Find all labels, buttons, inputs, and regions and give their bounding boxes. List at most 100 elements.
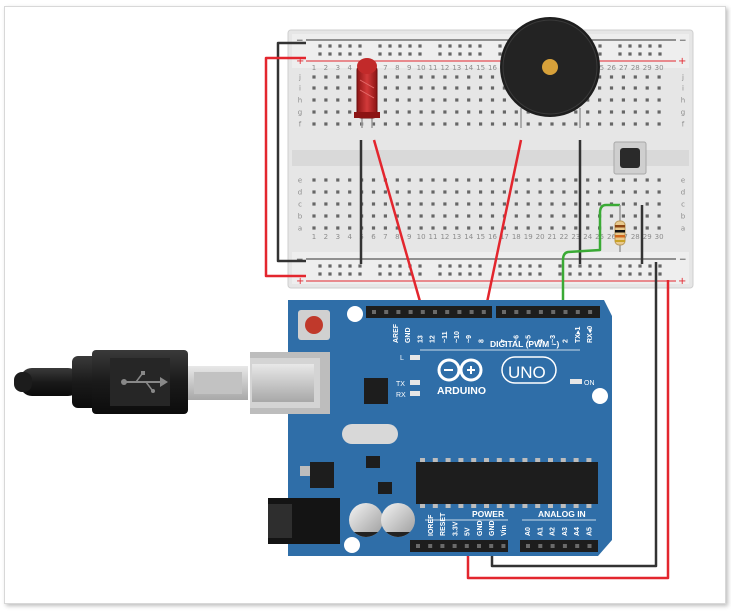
breadboard-hole[interactable] xyxy=(419,98,423,102)
breadboard-hole[interactable] xyxy=(467,75,471,79)
breadboard-hole[interactable] xyxy=(312,226,316,230)
breadboard-hole[interactable] xyxy=(395,98,399,102)
breadboard-hole[interactable] xyxy=(348,122,352,126)
breadboard-hole[interactable] xyxy=(419,190,423,194)
breadboard-hole[interactable] xyxy=(538,190,542,194)
header-pin[interactable] xyxy=(481,310,486,314)
header-pin[interactable] xyxy=(428,544,433,548)
breadboard-hole[interactable] xyxy=(657,98,661,102)
breadboard-hole[interactable] xyxy=(383,202,387,206)
breadboard-hole[interactable] xyxy=(574,202,578,206)
breadboard-hole[interactable] xyxy=(419,110,423,114)
rail-hole[interactable] xyxy=(648,52,652,56)
breadboard-hole[interactable] xyxy=(324,75,328,79)
rail-hole[interactable] xyxy=(378,272,382,276)
breadboard-hole[interactable] xyxy=(348,190,352,194)
breadboard-hole[interactable] xyxy=(633,75,637,79)
breadboard-hole[interactable] xyxy=(407,75,411,79)
breadboard-hole[interactable] xyxy=(336,190,340,194)
breadboard-hole[interactable] xyxy=(657,226,661,230)
rail-hole[interactable] xyxy=(408,272,412,276)
rail-hole[interactable] xyxy=(658,272,662,276)
breadboard-hole[interactable] xyxy=(395,178,399,182)
breadboard-hole[interactable] xyxy=(609,214,614,218)
breadboard-hole[interactable] xyxy=(586,178,590,182)
breadboard-hole[interactable] xyxy=(633,110,637,114)
breadboard-hole[interactable] xyxy=(407,110,411,114)
breadboard-hole[interactable] xyxy=(502,98,506,102)
breadboard-hole[interactable] xyxy=(598,98,602,102)
breadboard-hole[interactable] xyxy=(645,214,649,218)
breadboard-hole[interactable] xyxy=(348,214,352,218)
rail-hole[interactable] xyxy=(528,272,532,276)
breadboard-hole[interactable] xyxy=(514,214,518,218)
breadboard-hole[interactable] xyxy=(312,98,316,102)
rail-hole[interactable] xyxy=(348,272,352,276)
breadboard-hole[interactable] xyxy=(431,122,435,126)
header-pin[interactable] xyxy=(489,544,494,548)
breadboard-hole[interactable] xyxy=(645,226,649,230)
breadboard-hole[interactable] xyxy=(490,122,495,126)
rail-hole[interactable] xyxy=(558,272,562,276)
breadboard-hole[interactable] xyxy=(479,98,483,102)
breadboard-hole[interactable] xyxy=(419,178,423,182)
breadboard-hole[interactable] xyxy=(645,202,649,206)
breadboard-hole[interactable] xyxy=(538,202,542,206)
piezo-buzzer[interactable] xyxy=(500,17,600,128)
rail-hole[interactable] xyxy=(458,264,462,268)
breadboard-hole[interactable] xyxy=(407,190,411,194)
breadboard-hole[interactable] xyxy=(586,110,590,114)
rail-hole[interactable] xyxy=(358,264,362,268)
breadboard-hole[interactable] xyxy=(419,75,423,79)
breadboard-hole[interactable] xyxy=(312,86,316,90)
breadboard-hole[interactable] xyxy=(574,214,578,218)
header-pin[interactable] xyxy=(587,544,592,548)
rail-hole[interactable] xyxy=(598,52,602,56)
breadboard-hole[interactable] xyxy=(574,190,578,194)
breadboard-hole[interactable] xyxy=(431,214,435,218)
breadboard-hole[interactable] xyxy=(312,214,316,218)
rail-hole[interactable] xyxy=(318,264,322,268)
header-pin[interactable] xyxy=(538,544,543,548)
breadboard-hole[interactable] xyxy=(455,202,459,206)
breadboard-hole[interactable] xyxy=(395,202,399,206)
rail-hole[interactable] xyxy=(648,272,652,276)
breadboard-hole[interactable] xyxy=(443,190,447,194)
rail-hole[interactable] xyxy=(438,44,442,48)
rail-hole[interactable] xyxy=(418,264,422,268)
breadboard-hole[interactable] xyxy=(586,98,590,102)
breadboard-hole[interactable] xyxy=(479,86,483,90)
breadboard-hole[interactable] xyxy=(562,226,566,230)
breadboard-hole[interactable] xyxy=(621,202,625,206)
rail-hole[interactable] xyxy=(538,272,542,276)
rail-hole[interactable] xyxy=(588,264,592,268)
breadboard-hole[interactable] xyxy=(407,202,411,206)
breadboard-hole[interactable] xyxy=(502,202,506,206)
breadboard-hole[interactable] xyxy=(324,86,328,90)
breadboard-hole[interactable] xyxy=(479,122,483,126)
breadboard-hole[interactable] xyxy=(371,190,376,194)
rail-hole[interactable] xyxy=(478,52,482,56)
rail-hole[interactable] xyxy=(628,264,632,268)
rail-hole[interactable] xyxy=(628,272,632,276)
rail-hole[interactable] xyxy=(408,44,412,48)
header-pin[interactable] xyxy=(457,310,462,314)
rail-hole[interactable] xyxy=(568,264,572,268)
rail-hole[interactable] xyxy=(338,272,342,276)
rail-hole[interactable] xyxy=(498,264,502,268)
breadboard-hole[interactable] xyxy=(395,214,399,218)
breadboard-hole[interactable] xyxy=(550,190,554,194)
breadboard-hole[interactable] xyxy=(455,214,459,218)
breadboard-hole[interactable] xyxy=(598,190,602,194)
breadboard-hole[interactable] xyxy=(562,214,566,218)
breadboard-hole[interactable] xyxy=(431,190,435,194)
rail-hole[interactable] xyxy=(648,264,652,268)
breadboard-hole[interactable] xyxy=(395,226,399,230)
breadboard-hole[interactable] xyxy=(455,86,459,90)
breadboard-hole[interactable] xyxy=(348,202,352,206)
breadboard-hole[interactable] xyxy=(598,122,602,126)
breadboard-hole[interactable] xyxy=(645,122,649,126)
rail-hole[interactable] xyxy=(618,272,622,276)
breadboard-hole[interactable] xyxy=(633,86,637,90)
breadboard-hole[interactable] xyxy=(443,178,447,182)
